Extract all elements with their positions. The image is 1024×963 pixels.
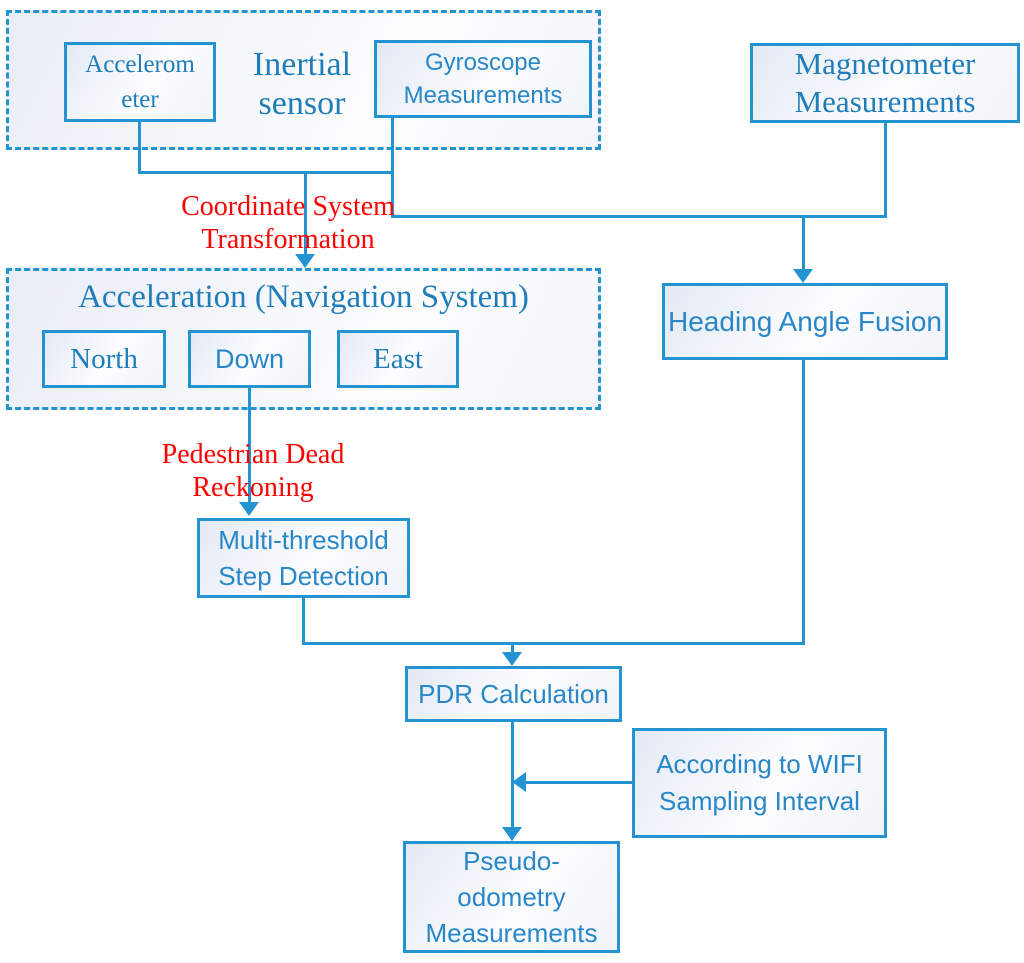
- group-inertial-sensor-label-wrap: Inertial sensor: [228, 44, 376, 124]
- connector-wifi-arrow-line: [526, 781, 632, 784]
- connector-bottom-join: [302, 642, 805, 645]
- node-heading-angle-fusion-label: Heading Angle Fusion: [668, 305, 942, 337]
- node-down: Down: [188, 330, 311, 388]
- connector-gyroscope-drop: [391, 118, 394, 218]
- annotation-dead-reckoning-wrap: Pedestrian Dead Reckoning: [113, 438, 393, 504]
- connector-accelerometer-drop: [138, 122, 141, 174]
- node-magnetometer-label: Magnetometer Measurements: [794, 46, 976, 119]
- node-multi-threshold-step-detection: Multi-threshold Step Detection: [197, 518, 410, 598]
- node-pdr-calculation-label: PDR Calculation: [418, 678, 609, 709]
- node-pseudo-odometry: Pseudo- odometry Measurements: [403, 841, 620, 953]
- node-gyroscope-label: Gyroscope Measurements: [403, 49, 563, 109]
- arrowhead-into-acceleration-icon: [295, 254, 315, 268]
- node-pdr-calculation: PDR Calculation: [405, 666, 622, 722]
- annotation-coordinate-transform-wrap: Coordinate System Transformation: [148, 190, 428, 256]
- connector-step-detection-drop: [302, 598, 305, 645]
- annotation-dead-reckoning: Pedestrian Dead Reckoning: [161, 439, 345, 503]
- node-multi-threshold-label: Multi-threshold Step Detection: [218, 525, 389, 591]
- connector-magnetometer-drop: [884, 123, 887, 218]
- node-accelerometer-label: Accelerom eter: [85, 51, 195, 113]
- node-east: East: [337, 330, 459, 388]
- arrowhead-into-step-detection-icon: [239, 502, 259, 516]
- node-east-label: East: [373, 342, 423, 375]
- group-acceleration-title: Acceleration (Navigation System): [78, 278, 529, 315]
- node-accelerometer: Accelerom eter: [64, 42, 216, 122]
- node-magnetometer: Magnetometer Measurements: [750, 43, 1020, 123]
- node-north-label: North: [70, 342, 138, 375]
- arrowhead-into-heading-fusion-icon: [793, 269, 813, 283]
- node-wifi-sampling-interval-label: According to WIFI Sampling Interval: [656, 749, 863, 816]
- connector-down-drop: [248, 388, 251, 504]
- node-wifi-sampling-interval: According to WIFI Sampling Interval: [632, 728, 887, 838]
- arrowhead-wifi-left-icon: [512, 772, 526, 792]
- connector-coordinate-drop: [304, 171, 307, 256]
- connector-gyro-magnetometer: [391, 215, 887, 218]
- node-gyroscope: Gyroscope Measurements: [374, 40, 592, 118]
- arrowhead-into-pdr-icon: [502, 652, 522, 666]
- connector-pdr-drop-short: [511, 642, 514, 654]
- annotation-coordinate-transform: Coordinate System Transformation: [181, 191, 395, 255]
- connector-inertial-join: [138, 171, 394, 174]
- arrowhead-into-pseudo-odometry-icon: [502, 827, 522, 841]
- connector-heading-fusion-drop: [802, 360, 805, 645]
- node-heading-angle-fusion: Heading Angle Fusion: [662, 283, 948, 360]
- group-acceleration-title-wrap: Acceleration (Navigation System): [6, 276, 601, 318]
- group-inertial-sensor-label: Inertial sensor: [252, 46, 352, 122]
- node-down-label: Down: [214, 343, 285, 374]
- node-north: North: [42, 330, 166, 388]
- node-pseudo-odometry-label: Pseudo- odometry Measurements: [425, 846, 598, 948]
- connector-heading-drop: [802, 215, 805, 271]
